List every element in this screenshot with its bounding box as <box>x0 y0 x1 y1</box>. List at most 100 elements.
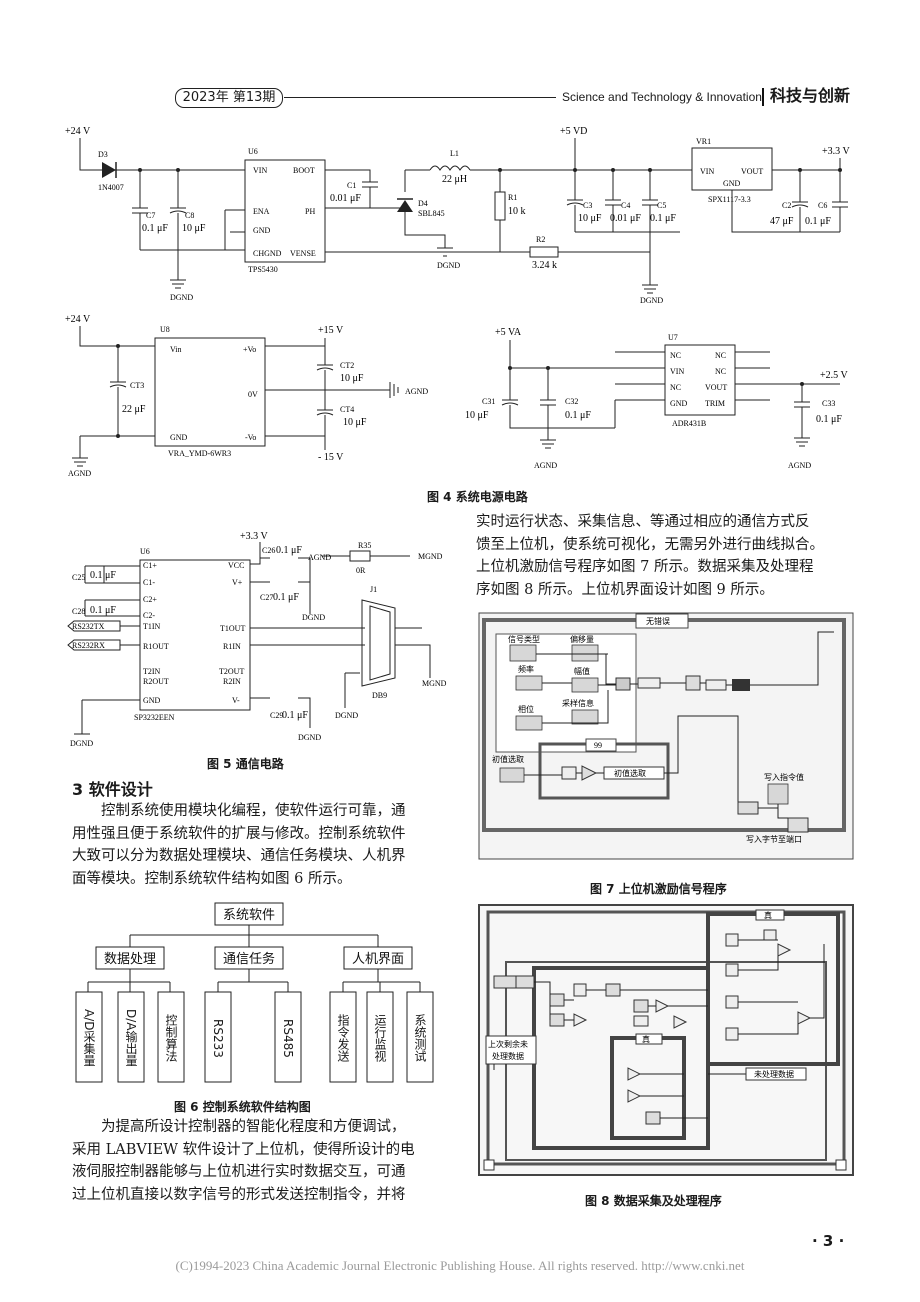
fig4-label-24v-b: +24 V <box>65 314 91 325</box>
fig6-group-3: 人机界面 <box>352 951 404 966</box>
fig5-label-dgnd1: DGND <box>70 739 93 748</box>
figure-7-labview-signal: 无错误 信号类型 偏移量 频率 幅值 相位 采样信息 99 初值选取 初值选取 … <box>478 612 854 860</box>
figure-6-software-structure: 系统软件 数据处理 通信任务 人机界面 A/D采集量 D/A输出量 控制算法 R… <box>75 902 434 1083</box>
fig8-true-1: 真 <box>764 910 772 920</box>
fig5-label-33v: +3.3 V <box>240 531 268 542</box>
fig4-label-c31: C31 <box>482 397 495 406</box>
fig4-label-r2: R2 <box>536 235 545 244</box>
fig4-label-5vd: +5 VD <box>560 126 587 137</box>
fig5-pin-t1in: T1IN <box>143 622 161 631</box>
right-column-paragraph: 实时运行状态、采集信息、等通过相应的通信方式反 馈至上位机，使系统可视化，无需另… <box>476 511 856 601</box>
fig4-label-agnd1: AGND <box>68 469 91 478</box>
fig4-label-ct4: CT4 <box>340 405 354 414</box>
paragraph-line: 面等模块。控制系统软件结构如图 6 所示。 <box>72 870 352 887</box>
fig5-pin-vcc: VCC <box>228 561 244 570</box>
fig6-leaf-rs485: RS485 <box>281 1018 295 1058</box>
fig4-label-c4: C4 <box>621 201 630 210</box>
fig4-label-24v-a: +24 V <box>65 126 91 137</box>
fig4-label-ct2v: 10 μF <box>340 373 364 384</box>
fig4-label-r1: R1 <box>508 193 517 202</box>
fig4-label-u8p: VRA_YMD-6WR3 <box>168 449 231 458</box>
fig4-label-d4p: SBL845 <box>418 209 445 218</box>
fig8-unprocessed: 未处理数据 <box>754 1069 794 1079</box>
fig4-label-dgnd1: DGND <box>170 293 193 302</box>
fig4-label-ct2: CT2 <box>340 361 354 370</box>
fig5-label-c28: C28 <box>72 607 85 616</box>
fig4-pin-vin: VIN <box>253 166 267 175</box>
fig4-label-c31v: 10 μF <box>465 410 489 421</box>
header-separator <box>762 88 764 106</box>
fig6-leaf-monitor: 运行监视 <box>373 1014 387 1062</box>
paragraph-line: 实时运行状态、采集信息、等通过相应的通信方式反 <box>476 514 810 530</box>
fig5-pin-c1p: C1+ <box>143 561 157 570</box>
fig4-pin-ena: ENA <box>253 207 270 216</box>
fig5-label-r35: R35 <box>358 541 371 550</box>
fig4-label-c7v: 0.1 μF <box>142 223 168 234</box>
fig4-label-c1: C1 <box>347 181 356 190</box>
fig7-no-error: 无错误 <box>646 616 670 626</box>
fig5-label-u6p: SP3232EEN <box>134 713 175 722</box>
fig4-pin-boot: BOOT <box>293 166 315 175</box>
copyright-footer: (C)1994-2023 China Academic Journal Elec… <box>175 1258 745 1273</box>
fig4-label-r2v: 3.24 k <box>532 260 557 271</box>
figure-4-caption: 图 4 系统电源电路 <box>427 490 528 504</box>
fig4-label-d3: D3 <box>98 150 108 159</box>
fig5-label-c25v: 0.1 μF <box>90 570 116 581</box>
fig4-label-l1v: 22 μH <box>442 174 467 185</box>
fig8-true-2: 真 <box>642 1034 650 1044</box>
section-3-paragraph-1: 控制系统使用模块化编程，使软件运行可靠，通 用性强且便于系统软件的扩展与修改。控… <box>72 800 447 890</box>
fig5-label-dgnd3: DGND <box>298 733 321 742</box>
issue-badge: 2023年 第13期 <box>175 88 283 108</box>
fig4-pin-chgnd: CHGND <box>253 249 282 258</box>
fig5-label-c26: C26 <box>262 546 275 555</box>
fig4-label-ct4v: 10 μF <box>343 417 367 428</box>
fig4-label-ct3v: 22 μF <box>122 404 146 415</box>
fig6-leaf-ad: A/D采集量 <box>82 1009 96 1067</box>
figure-6-caption: 图 6 控制系统软件结构图 <box>174 1100 311 1114</box>
fig7-init: 初值选取 <box>492 754 524 764</box>
fig5-label-j1: J1 <box>370 585 377 594</box>
fig7-write-cmd: 写入指令值 <box>764 772 804 782</box>
fig4-label-c6v: 0.1 μF <box>805 216 831 227</box>
fig6-leaf-da: D/A输出量 <box>124 1009 138 1067</box>
fig4-label-c6: C6 <box>818 201 827 210</box>
fig4-label-l1: L1 <box>450 149 459 158</box>
fig4-label-d3p: 1N4007 <box>98 183 124 192</box>
fig7-n99: 99 <box>594 741 602 750</box>
fig5-label-u6: U6 <box>140 547 150 556</box>
fig5-pin-c2p: C2+ <box>143 595 157 604</box>
fig6-leaf-test: 系统测试 <box>413 1014 427 1062</box>
fig4-pin-nc1: NC <box>670 351 681 360</box>
fig4-label-c33: C33 <box>822 399 835 408</box>
fig7-phase: 相位 <box>518 704 534 714</box>
fig4-label-u7: U7 <box>668 333 678 342</box>
fig4-label-dgnd3: DGND <box>640 296 663 305</box>
fig4-pin-gnd-u8: GND <box>170 433 188 442</box>
fig4-pin-gnd-vr1: GND <box>723 179 741 188</box>
fig8-prev-1: 上次剩余未 <box>488 1039 528 1049</box>
fig5-label-db9: DB9 <box>372 691 387 700</box>
fig4-label-c33v: 0.1 μF <box>816 414 842 425</box>
fig5-pin-t1out: T1OUT <box>220 624 245 633</box>
fig4-pin-nc4: NC <box>715 367 726 376</box>
fig4-label-33v: +3.3 V <box>822 146 850 157</box>
paragraph-line: 控制系统使用模块化编程，使软件运行可靠，通 <box>101 803 406 819</box>
fig4-pin-0v: 0V <box>248 390 258 399</box>
fig4-label-c32: C32 <box>565 397 578 406</box>
paragraph-line: 液伺服控制器能够与上位机进行实时数据交互，可通 <box>72 1164 406 1180</box>
fig6-group-2: 通信任务 <box>223 951 275 966</box>
fig4-pin-pvo: +Vo <box>243 345 256 354</box>
fig7-write-port: 写入字节至端口 <box>746 834 802 844</box>
fig5-label-dgnd4: DGND <box>335 711 358 720</box>
fig5-pin-gnd: GND <box>143 696 161 705</box>
fig5-pin-c2n: C2- <box>143 611 155 620</box>
fig4-pin-ph: PH <box>305 207 315 216</box>
paragraph-line: 上位机激励信号程序如图 7 所示。数据采集及处理程 <box>476 559 814 575</box>
fig4-label-c3v: 10 μF <box>578 213 602 224</box>
fig7-init2: 初值选取 <box>614 768 646 778</box>
fig4-pin-nc2: NC <box>670 383 681 392</box>
fig4-pin-vense: VENSE <box>290 249 316 258</box>
fig5-pin-r1in: R1IN <box>223 642 241 651</box>
fig5-label-mgnd1: MGND <box>418 552 443 561</box>
fig4-label-u6p: TPS5430 <box>248 265 278 274</box>
